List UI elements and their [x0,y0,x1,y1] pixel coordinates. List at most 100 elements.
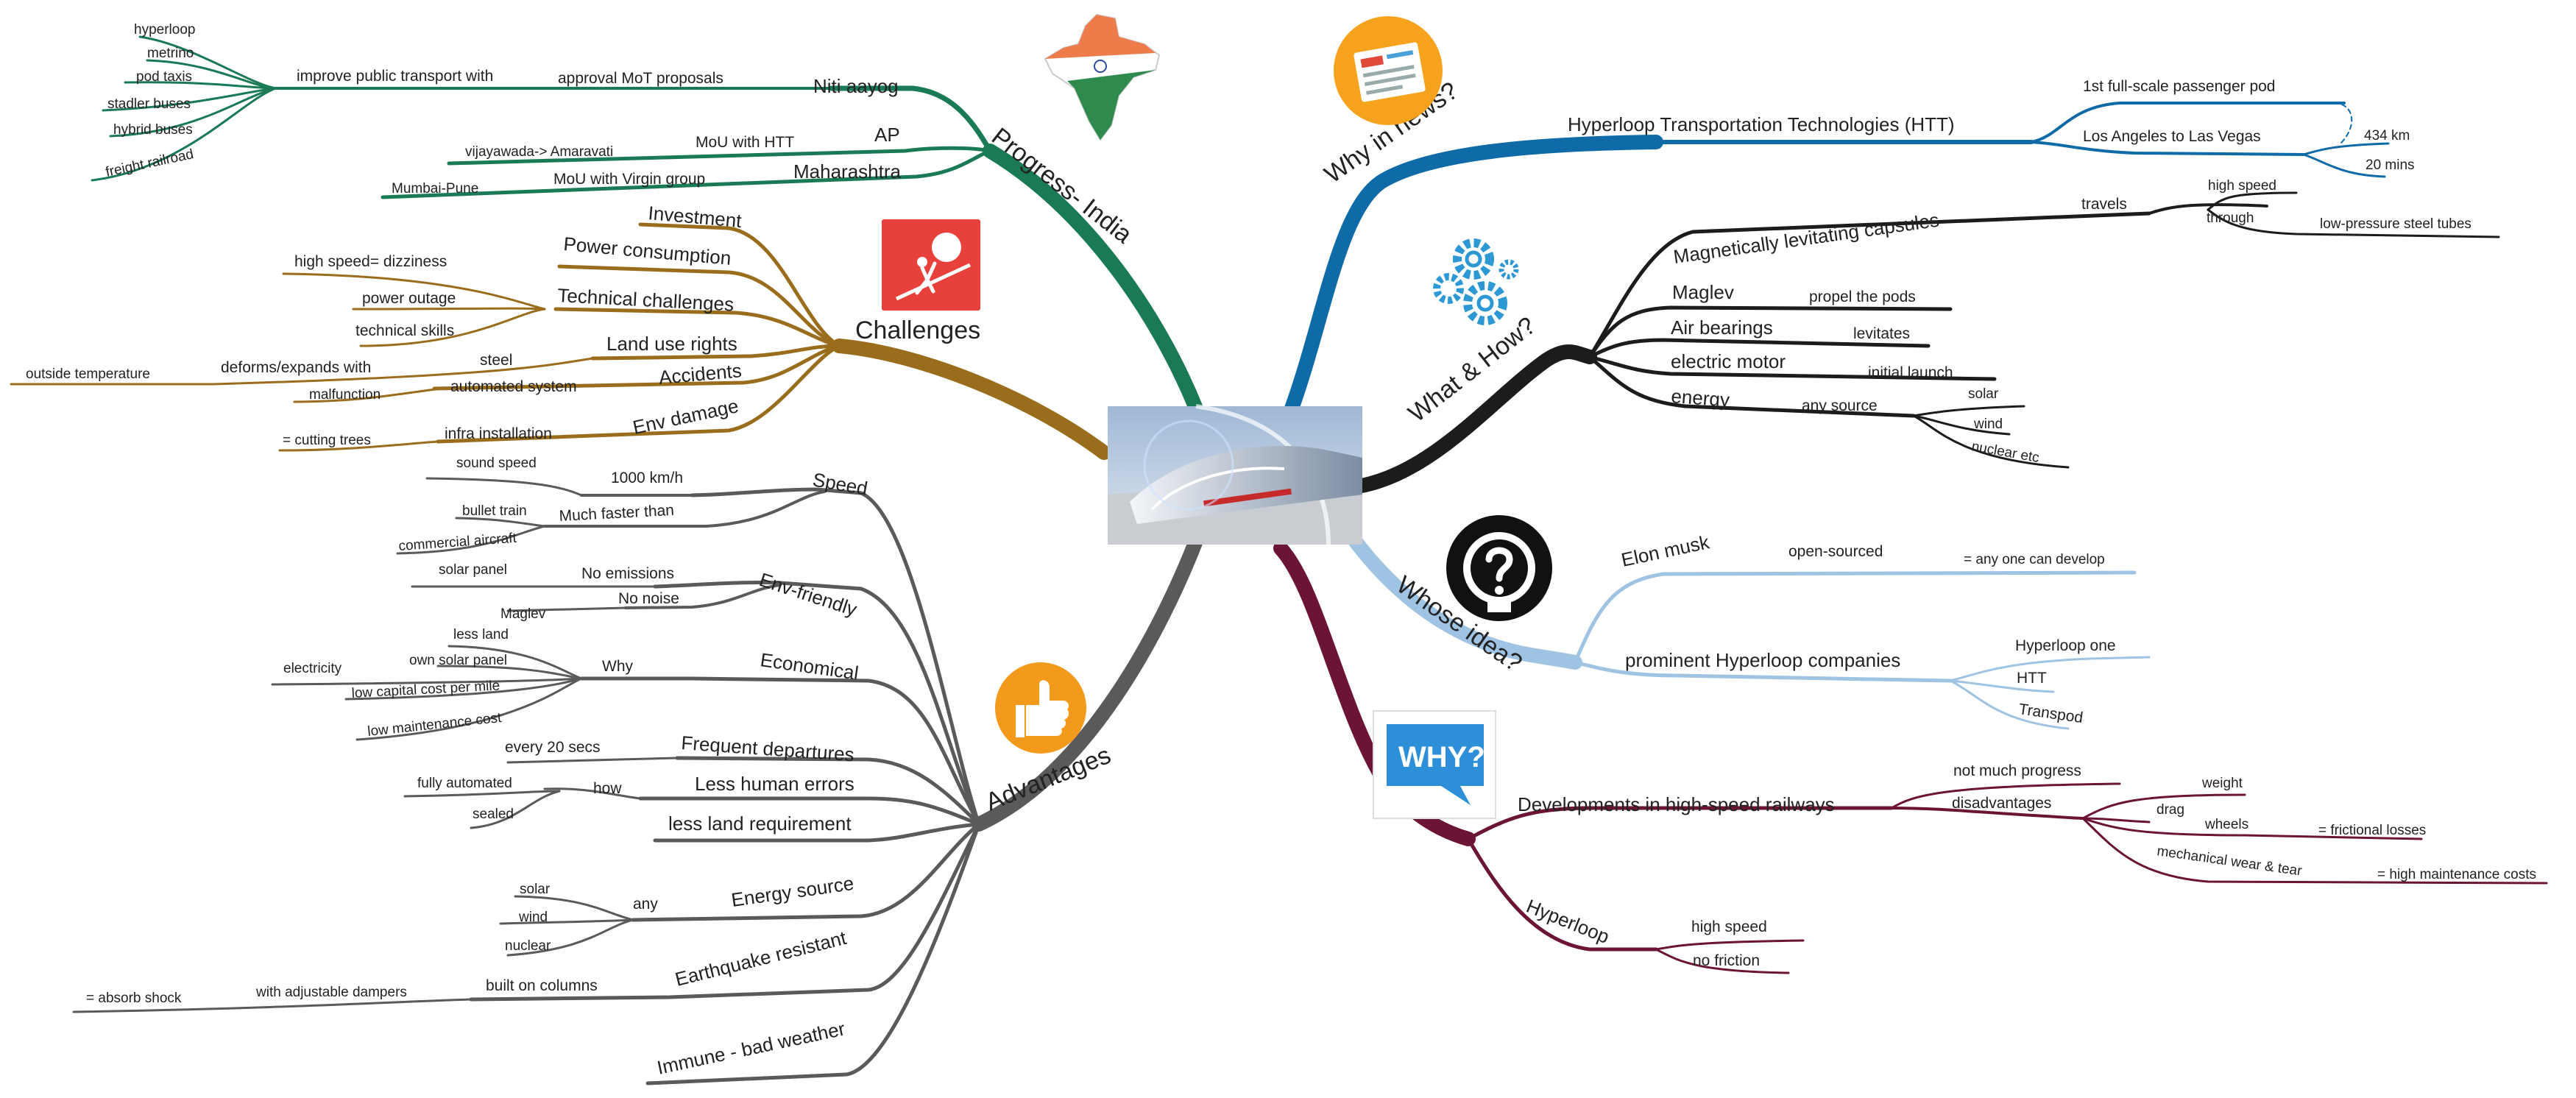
mag-capsules: Magnetically levitating capsules [1672,209,1941,268]
what-wind: wind [1973,417,2003,432]
sound-speed: sound speed [456,456,537,471]
branch-what [1354,191,2500,493]
branch-news [1284,102,2390,416]
la-vegas: Los Angeles to Las Vegas [2083,128,2261,145]
transport-freight: freight railroad [105,146,195,180]
branch-challenges [10,222,1111,460]
through: through [2207,210,2254,226]
wheels: wheels [2204,817,2248,832]
branch-advantages [72,477,1203,1085]
no-friction: no friction [1693,952,1760,969]
transpod: Transpod [2017,701,2084,726]
every-20: every 20 secs [505,739,601,756]
developments-railways: Developments in high-speed railways [1518,793,1835,815]
built-on-columns: built on columns [486,977,598,994]
energy-source: Energy source [730,872,855,911]
high-maintenance: = high maintenance costs [2377,867,2536,882]
solar-panel: solar panel [439,562,507,578]
less-human-errors: Less human errors [695,773,854,795]
adv-nuclear: nuclear [505,938,551,954]
propel-pods: propel the pods [1809,288,1916,305]
less-land-req: less land requirement [668,812,852,835]
any-source: any source [1802,397,1878,414]
question-lightbulb-icon [1446,515,1552,621]
hyperloop-capsule-image [1108,404,1362,545]
absorb-shock: = absorb shock [86,991,182,1006]
electricity: electricity [283,661,342,676]
why-labels: Developments in high-speed railways not … [1518,762,2536,969]
infra-installation: infra installation [445,425,552,442]
transport-hyperloop: hyperloop [134,22,195,38]
frictional-losses: = frictional losses [2318,823,2426,838]
technical-skills: technical skills [355,322,454,339]
maharashtra: Maharashtra [793,160,901,183]
approval-label: approval MoT proposals [558,70,723,87]
travels: travels [2081,196,2127,213]
transport-metrino: metrino [147,46,194,61]
vijayawada: vijayawada-> Amaravati [465,144,613,160]
advantages-labels: Advantages Speed 1000 km/h sound speed M… [86,456,1115,1079]
why-label: Why [602,658,634,675]
land-use-rights: Land use rights [606,333,737,355]
levitates: levitates [1853,325,1910,342]
drag: drag [2156,802,2184,818]
earthquake-resistant: Earthquake resistant [673,927,849,991]
news-labels: Why in news? Hyperloop Transportation Te… [1320,77,2415,189]
not-much-progress: not much progress [1953,762,2081,779]
whose-htt: HTT [2017,670,2047,687]
own-solar: own solar panel [409,653,507,668]
maglev-what: Maglev [1672,281,1734,303]
any-label: any [633,896,658,913]
initial-launch: initial launch [1868,364,1953,381]
mechanical-wear: mechanical wear & tear [2156,843,2303,879]
outside-temp: outside temperature [26,366,150,382]
transport-pod-taxis: pod taxis [136,69,192,85]
distance-434: 434 km [2364,128,2410,144]
why-high-speed: high speed [1691,918,1767,935]
env-friendly: Env-friendly [757,568,860,620]
deforms: deforms/expands with [221,359,371,376]
branch-whose [1340,523,2151,730]
what-labels: What & How? Magnetically levitating caps… [1404,178,2471,466]
investment: Investment [647,202,743,232]
adv-solar: solar [520,882,551,897]
first-pod: 1st full-scale passenger pod [2083,78,2276,95]
india-map-icon [1044,13,1161,141]
low-maintenance: low maintenance cost [367,710,503,740]
malfunction: malfunction [309,387,381,403]
frequent-departures: Frequent departures [681,732,855,765]
challenges-labels: Challenges Investment Power consumption … [26,202,980,448]
steel: steel [480,352,512,369]
htt-full: Hyperloop Transportation Technologies (H… [1568,113,1955,135]
adv-wind: wind [518,910,548,925]
branch-progress-india [91,35,1203,416]
what-title: What & How? [1404,311,1541,428]
open-sourced: open-sourced [1788,543,1883,560]
maglev-adv: Maglev [500,606,546,622]
air-bearings: Air bearings [1671,316,1773,339]
gears-icon [1433,238,1519,325]
automated-system: automated system [450,378,577,395]
mou-htt: MoU with HTT [696,134,794,151]
time-20: 20 mins [2366,157,2415,173]
no-noise: No noise [618,590,679,607]
mumbai-pune: Mumbai-Pune [392,181,478,196]
what-nuclear: nuclear etc [1970,439,2040,466]
fully-automated: fully automated [417,776,512,791]
electric-motor: electric motor [1671,350,1786,372]
energy-what: energy [1671,385,1730,411]
mou-virgin: MoU with Virgin group [553,171,705,188]
kmh: 1000 km/h [611,470,683,486]
hyperloop-one: Hyperloop one [2015,637,2116,654]
bullet-train: bullet train [462,503,527,519]
sisyphus-boulder-icon [882,219,980,311]
steel-tubes: low-pressure steel tubes [2320,216,2471,232]
high-speed-what: high speed [2208,178,2276,194]
progress-title: Progress- India [986,122,1137,249]
anyone-develop: = any one can develop [1964,552,2105,567]
how-label: how [593,780,622,797]
thumbs-up-icon [995,662,1086,754]
branch-why [1273,541,2548,974]
transport-hybrid: hybrid buses [113,122,193,138]
